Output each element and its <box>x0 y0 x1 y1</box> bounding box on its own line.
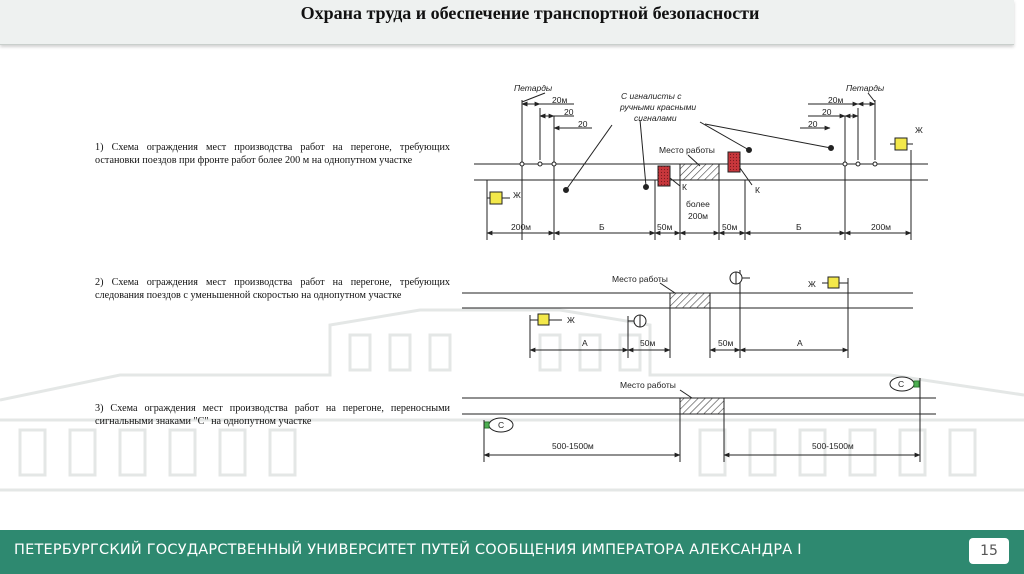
dist-20m-right: 20м <box>828 95 843 105</box>
yellow-signal-2-right <box>827 276 840 289</box>
worksite-label-3: Место работы <box>620 380 676 390</box>
petardy-left-label: Петарды <box>514 83 553 93</box>
page-number: 15 <box>969 538 1009 564</box>
diagram-3 <box>462 376 936 462</box>
more-200m-line1: более <box>686 199 710 209</box>
petardy-right-label: Петарды <box>846 83 885 93</box>
zh-right-label-2: Ж <box>808 279 816 289</box>
zh-right-label: Ж <box>915 125 923 135</box>
signalmen-label-3: сигналами <box>634 113 677 123</box>
diagram-3-text: Место работы С С 500-1500м 500-1500м <box>498 379 904 451</box>
section-1-text: 1) Схема ограждения мест производства ра… <box>95 142 450 166</box>
worksite-label-1: Место работы <box>659 145 715 155</box>
fencing-diagrams: Петарды Петарды С игналисты с ручными кр… <box>462 83 936 462</box>
dist-20-left-a: 20 <box>564 107 574 117</box>
k-right-label: К <box>755 185 760 195</box>
slide-footer: ПЕТЕРБУРГСКИЙ ГОСУДАРСТВЕННЫЙ УНИВЕРСИТЕ… <box>0 530 1024 574</box>
dim-50m-right: 50м <box>722 222 737 232</box>
building-watermark <box>0 308 1024 492</box>
yellow-signal-2-left <box>537 313 550 326</box>
zh-left-label: Ж <box>513 190 521 200</box>
signalmen-label-1: С игналисты с <box>621 91 682 101</box>
dim-50m-left-2: 50м <box>640 338 655 348</box>
dist-20m-left: 20м <box>552 95 567 105</box>
diagram-1 <box>474 92 928 240</box>
dim-500-1500-right: 500-1500м <box>812 441 854 451</box>
diagram-1-text: Место работы 20м 20 20 20м 20 20 Ж Ж К К… <box>511 95 923 232</box>
dim-b-right: Б <box>796 222 802 232</box>
signalmen-label-2: ручными красными <box>619 102 696 112</box>
worksite-zone-3 <box>679 397 725 415</box>
dim-500-1500-left: 500-1500м <box>552 441 594 451</box>
section-2-text: 2) Схема ограждения мест производства ра… <box>95 277 450 301</box>
k-left-label: К <box>682 182 687 192</box>
diagram-2 <box>462 270 913 358</box>
university-name: ПЕТЕРБУРГСКИЙ ГОСУДАРСТВЕННЫЙ УНИВЕРСИТЕ… <box>14 542 802 558</box>
worksite-zone-2 <box>669 292 711 309</box>
dim-a-left-2: А <box>582 338 588 348</box>
red-signal-left <box>657 165 671 187</box>
sign-c-left-label: С <box>498 420 504 430</box>
more-200m-line2: 200м <box>688 211 708 221</box>
yellow-signal-right <box>894 137 908 151</box>
section-3-text: 3) Схема ограждения мест производства ра… <box>95 403 450 427</box>
dim-50m-right-2: 50м <box>718 338 733 348</box>
worksite-label-2: Место работы <box>612 274 668 284</box>
red-signal-right <box>727 151 741 173</box>
slide-title: Охрана труда и обеспечение транспортной … <box>300 3 760 23</box>
slide-header: Охрана труда и обеспечение транспортной … <box>0 0 1014 45</box>
dim-a-right-2: А <box>797 338 803 348</box>
diagram-2-text: Место работы Ж Ж А 50м 50м А <box>567 274 816 348</box>
dim-50m-left: 50м <box>657 222 672 232</box>
dist-20-left-b: 20 <box>578 119 588 129</box>
dist-20-right-a: 20 <box>822 107 832 117</box>
diagram-1-labels: Петарды Петарды С игналисты с ручными кр… <box>514 83 885 123</box>
sign-c-right-label: С <box>898 379 904 389</box>
dim-b-left: Б <box>599 222 605 232</box>
dim-200m-right: 200м <box>871 222 891 232</box>
worksite-zone <box>679 163 720 181</box>
dist-20-right-b: 20 <box>808 119 818 129</box>
zh-left-label-2: Ж <box>567 315 575 325</box>
yellow-signal-left <box>489 191 503 205</box>
dim-200m-left: 200м <box>511 222 531 232</box>
